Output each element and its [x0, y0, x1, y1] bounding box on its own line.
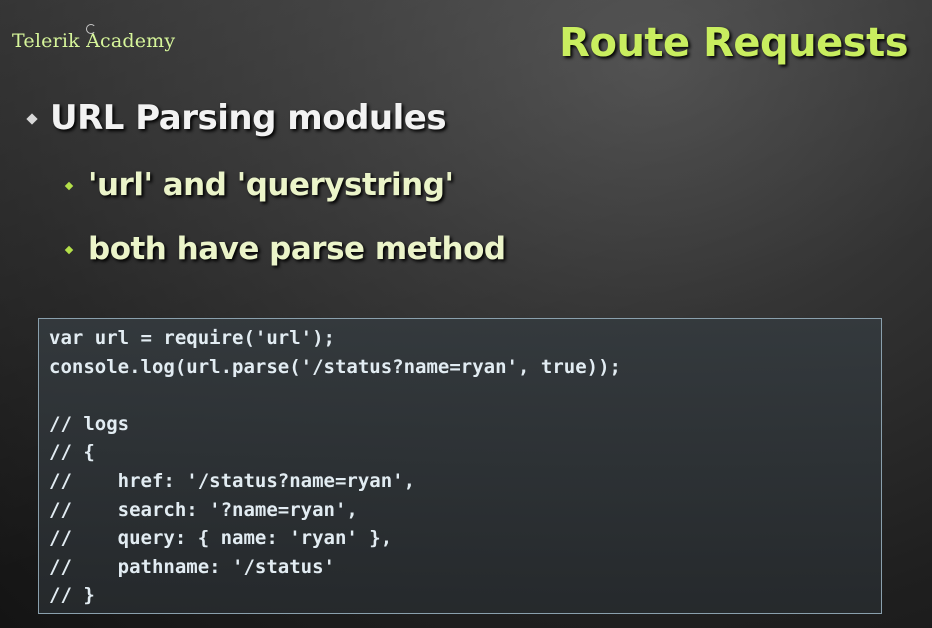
code-line: // pathname: '/status' — [49, 555, 335, 578]
code-line: // query: { name: 'ryan' }, — [49, 527, 393, 550]
diamond-bullet-icon — [64, 181, 74, 191]
code-line: console.log(url.parse('/status?name=ryan… — [49, 355, 621, 378]
telerik-academy-logo: Telerik Academy — [12, 30, 176, 52]
code-line: // } — [49, 584, 95, 607]
sub-bullet-text: 'url' and 'querystring' — [88, 167, 454, 203]
main-bullet: URL Parsing modules — [26, 98, 447, 138]
code-line: // { — [49, 441, 95, 464]
logo-swirl-icon — [86, 24, 96, 34]
code-block: var url = require('url'); console.log(ur… — [38, 318, 882, 614]
code-line: // href: '/status?name=ryan', — [49, 469, 416, 492]
sub-bullet-text: both have parse method — [88, 231, 506, 267]
sub-bullet: 'url' and 'querystring' — [64, 167, 454, 203]
diamond-bullet-icon — [26, 113, 38, 125]
slide-title: Route Requests — [559, 20, 908, 66]
diamond-bullet-icon — [64, 245, 74, 255]
code-line: // logs — [49, 412, 130, 435]
code-line — [49, 381, 871, 410]
sub-bullet: both have parse method — [64, 231, 506, 267]
code-line: var url = require('url'); — [49, 327, 335, 349]
code-line: // search: '?name=ryan', — [49, 498, 358, 521]
main-bullet-text: URL Parsing modules — [50, 98, 447, 138]
